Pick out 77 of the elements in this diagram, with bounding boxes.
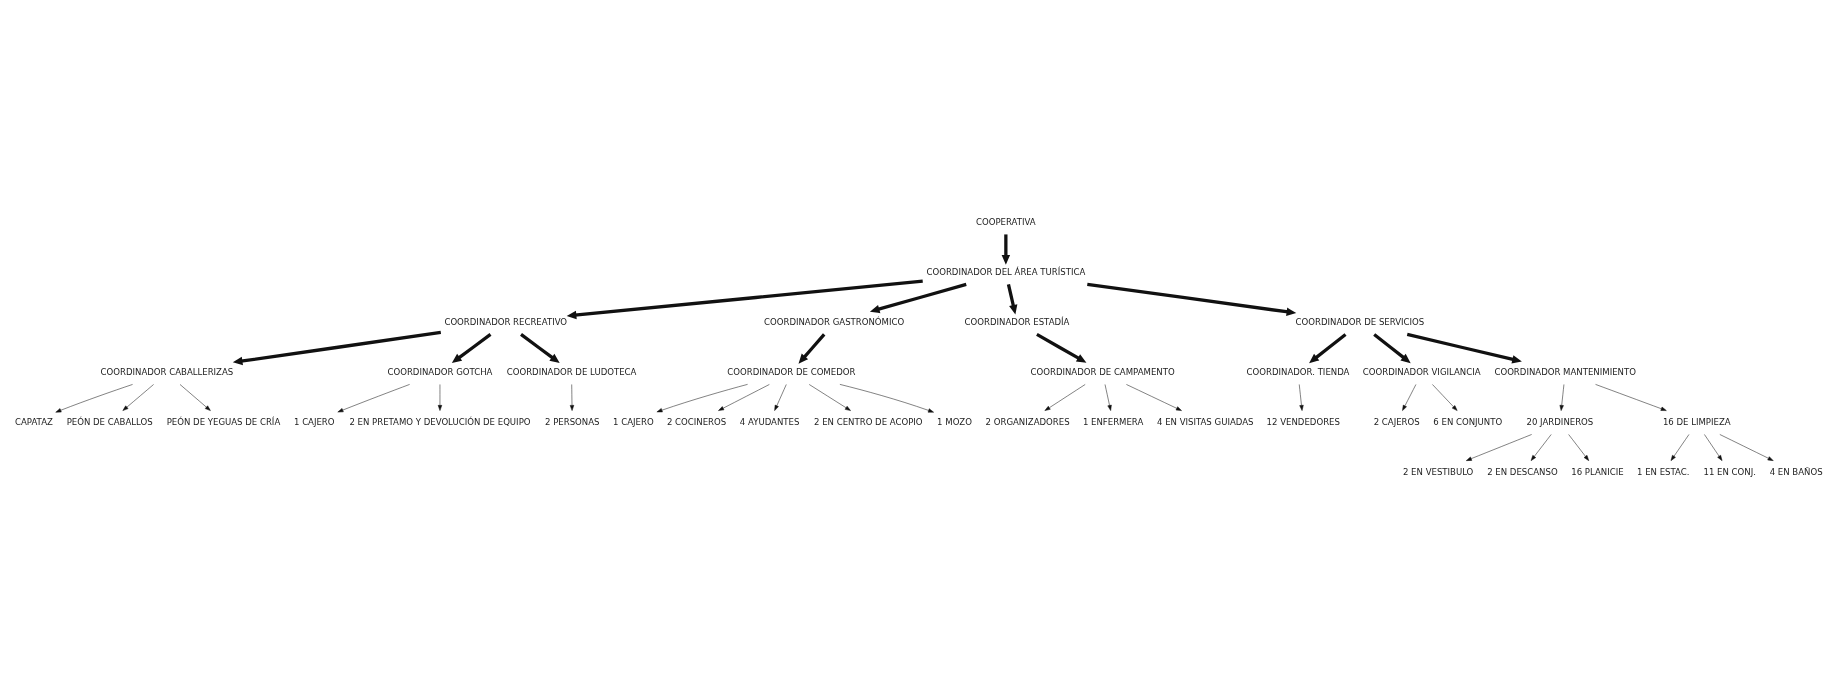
node-text: 4 AYUDANTES xyxy=(739,416,800,427)
arrow xyxy=(451,333,492,364)
arrow xyxy=(1036,333,1087,363)
arrow xyxy=(1704,434,1723,461)
arrow xyxy=(1373,333,1411,364)
arrow xyxy=(808,384,851,411)
node-text: 16 DE LIMPIEZA xyxy=(1662,416,1731,427)
arrow xyxy=(1087,282,1297,316)
node-text: COORDINADOR VIGILANCIA xyxy=(1362,366,1481,377)
arrow xyxy=(718,384,770,411)
arrow xyxy=(55,384,133,413)
node-text: 12 VENDEDORES xyxy=(1266,416,1340,427)
node-text: 1 EN ESTAC. xyxy=(1637,466,1690,477)
arrow xyxy=(1530,434,1552,461)
node-text: COORDINADOR MANTENIMIENTO xyxy=(1494,366,1636,377)
arrow xyxy=(179,384,211,411)
node-text: 2 EN VESTIBULO xyxy=(1402,466,1474,477)
arrow xyxy=(869,282,967,314)
arrow xyxy=(1568,434,1590,461)
node-text: COORDINADOR GOTCHA xyxy=(387,366,493,377)
arrow xyxy=(839,384,934,413)
arrow xyxy=(1719,434,1774,461)
arrow xyxy=(1126,384,1182,411)
node-text: 6 EN CONJUNTO xyxy=(1433,416,1503,427)
node-text: 2 ORGANIZADORES xyxy=(985,416,1070,427)
node-text: 4 EN VISITAS GUIADAS xyxy=(1157,416,1254,427)
node-text: 1 ENFERMERA xyxy=(1082,416,1144,427)
node-text: CAPATAZ xyxy=(15,416,53,427)
node-text: 2 EN CENTRO DE ACOPIO xyxy=(814,416,923,427)
arrow xyxy=(798,333,826,364)
node-text: 2 PERSONAS xyxy=(544,416,600,427)
arrow xyxy=(1044,384,1086,411)
node-text: COORDINADOR DE COMEDOR xyxy=(727,366,856,377)
node-text: 2 COCINEROS xyxy=(666,416,727,427)
node-text: COORDINADOR DE SERVICIOS xyxy=(1295,316,1425,327)
node-text: 20 JARDINEROS xyxy=(1526,416,1594,427)
arrow xyxy=(656,384,748,413)
node-text: 2 EN PRETAMO Y DEVOLUCIÓN DE EQUIPO xyxy=(349,416,531,427)
node-text: 1 CAJERO xyxy=(294,416,335,427)
arrow xyxy=(1559,384,1565,411)
node-text: 2 EN DESCANSO xyxy=(1487,466,1558,477)
node-text: COORDINADOR RECREATIVO xyxy=(444,316,568,327)
node-text: 1 MOZO xyxy=(937,416,972,427)
arrow xyxy=(437,384,443,411)
arrow xyxy=(232,330,442,366)
node-text: COORDINADOR DE CAMPAMENTO xyxy=(1030,366,1175,377)
arrow xyxy=(1595,384,1667,411)
arrow xyxy=(520,333,560,364)
arrow xyxy=(1309,333,1347,364)
arrow xyxy=(1402,384,1417,411)
node-text: COORDINADOR ESTADÍA xyxy=(964,316,1070,327)
arrow xyxy=(1406,332,1522,364)
arrow xyxy=(566,279,923,320)
arrow xyxy=(337,384,410,413)
arrow xyxy=(569,384,575,411)
arrow xyxy=(774,384,787,411)
node-text: 11 EN CONJ. xyxy=(1703,466,1756,477)
node-text: PEÓN DE YEGUAS DE CRÍA xyxy=(166,416,281,427)
node-text: 16 PLANICIE xyxy=(1571,466,1624,477)
node-text: COORDINADOR DEL ÁREA TURÍSTICA xyxy=(926,266,1086,277)
node-text: COORDINADOR CABALLERIZAS xyxy=(100,366,234,377)
arrow xyxy=(1466,434,1532,461)
node-text: 2 CAJEROS xyxy=(1373,416,1420,427)
arrow xyxy=(1298,384,1304,411)
node-text: COORDINADOR GASTRONÓMICO xyxy=(764,316,905,327)
arrow xyxy=(1104,384,1112,411)
arrow xyxy=(1432,384,1458,411)
arrow xyxy=(1006,284,1018,315)
node-text: 1 CAJERO xyxy=(613,416,654,427)
arrow xyxy=(1001,234,1011,265)
node-text: 4 EN BAÑOS xyxy=(1769,466,1823,477)
node-text: PEÓN DE CABALLOS xyxy=(66,416,153,427)
node-text: COORDINADOR. TIENDA xyxy=(1246,366,1350,377)
node-text: COOPERATIVA xyxy=(976,216,1036,227)
arrow xyxy=(122,384,154,411)
node-text: COORDINADOR DE LUDOTECA xyxy=(506,366,637,377)
arrow xyxy=(1670,434,1690,461)
